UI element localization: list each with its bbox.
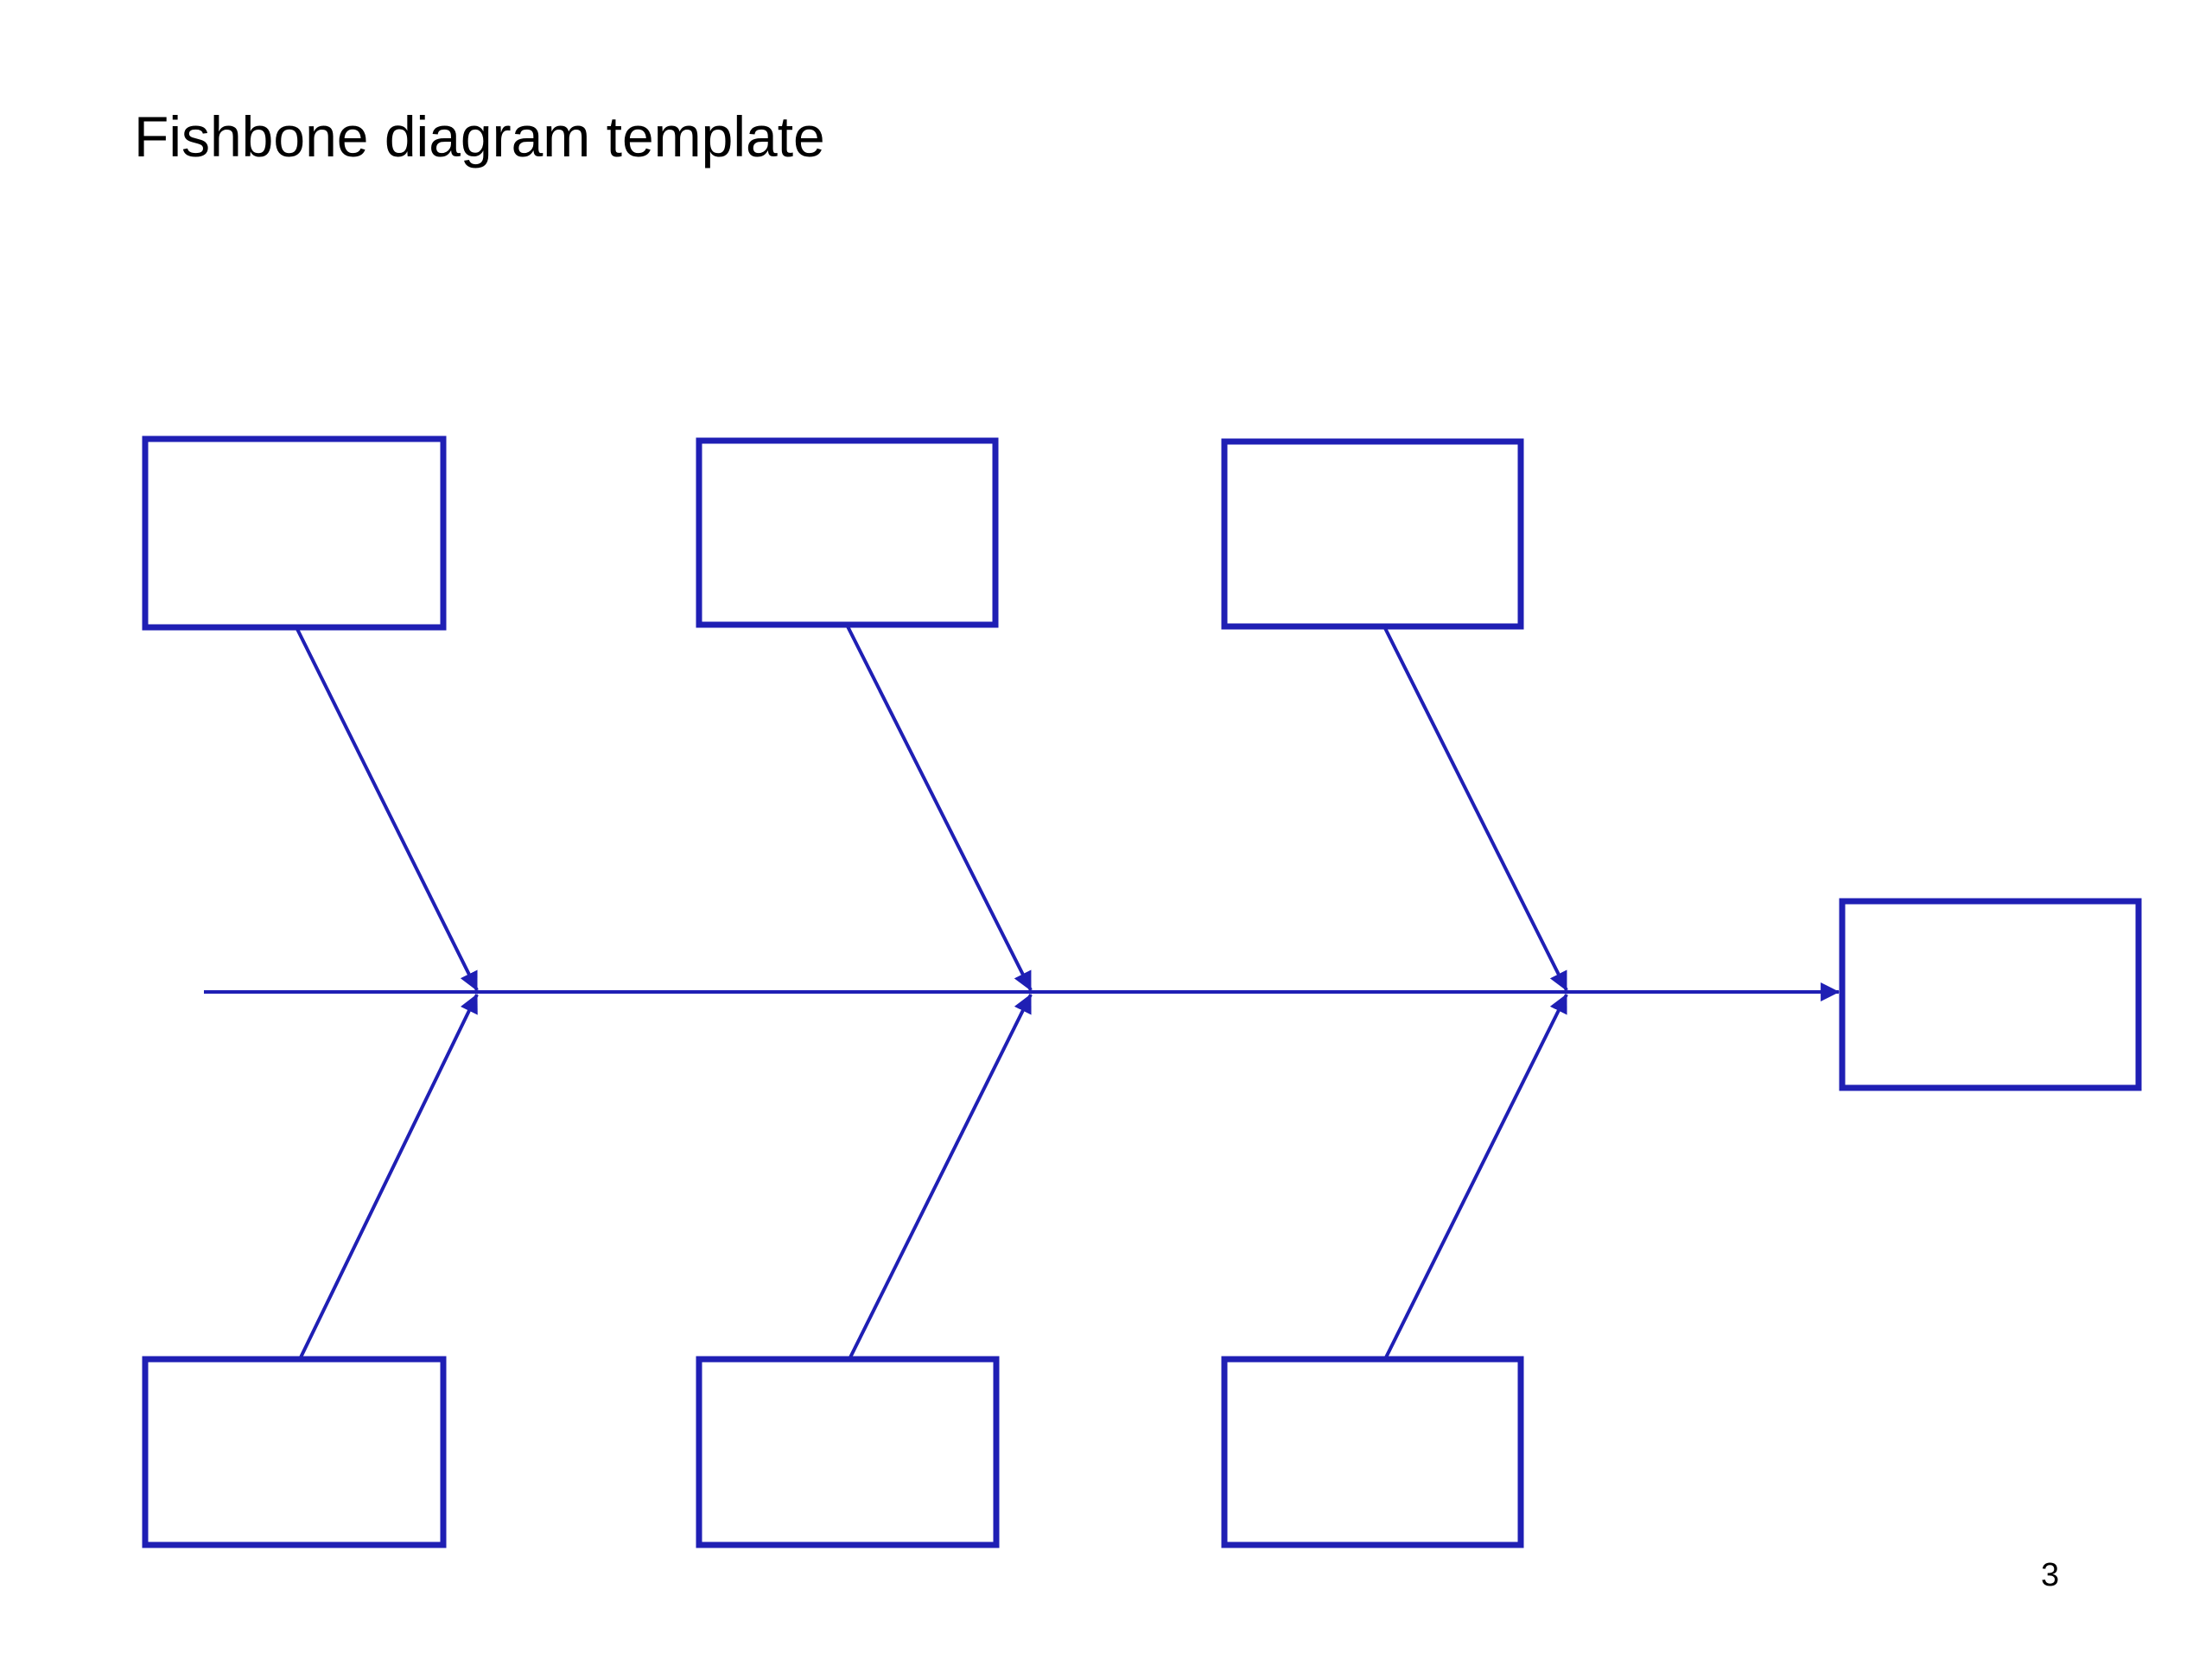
bone-line-bottom-3 <box>1383 994 1568 1360</box>
bone-line-top-2 <box>845 624 1033 991</box>
cause-box-top-3[interactable] <box>1221 438 1524 630</box>
page-number: 3 <box>2041 1557 2060 1593</box>
cause-box-top-1[interactable] <box>142 435 447 631</box>
cause-box-bottom-3[interactable] <box>1221 1356 1524 1548</box>
cause-box-bottom-2[interactable] <box>696 1356 1000 1548</box>
slide-title: Fishbone diagram template <box>134 105 825 168</box>
cause-box-top-2[interactable] <box>696 437 999 628</box>
bone-line-top-1 <box>295 626 479 991</box>
cause-box-bottom-1[interactable] <box>142 1356 447 1548</box>
bone-line-bottom-2 <box>848 994 1033 1360</box>
effect-box[interactable] <box>1839 898 2142 1091</box>
bone-line-top-3 <box>1382 626 1568 991</box>
bone-line-bottom-1 <box>298 994 479 1360</box>
